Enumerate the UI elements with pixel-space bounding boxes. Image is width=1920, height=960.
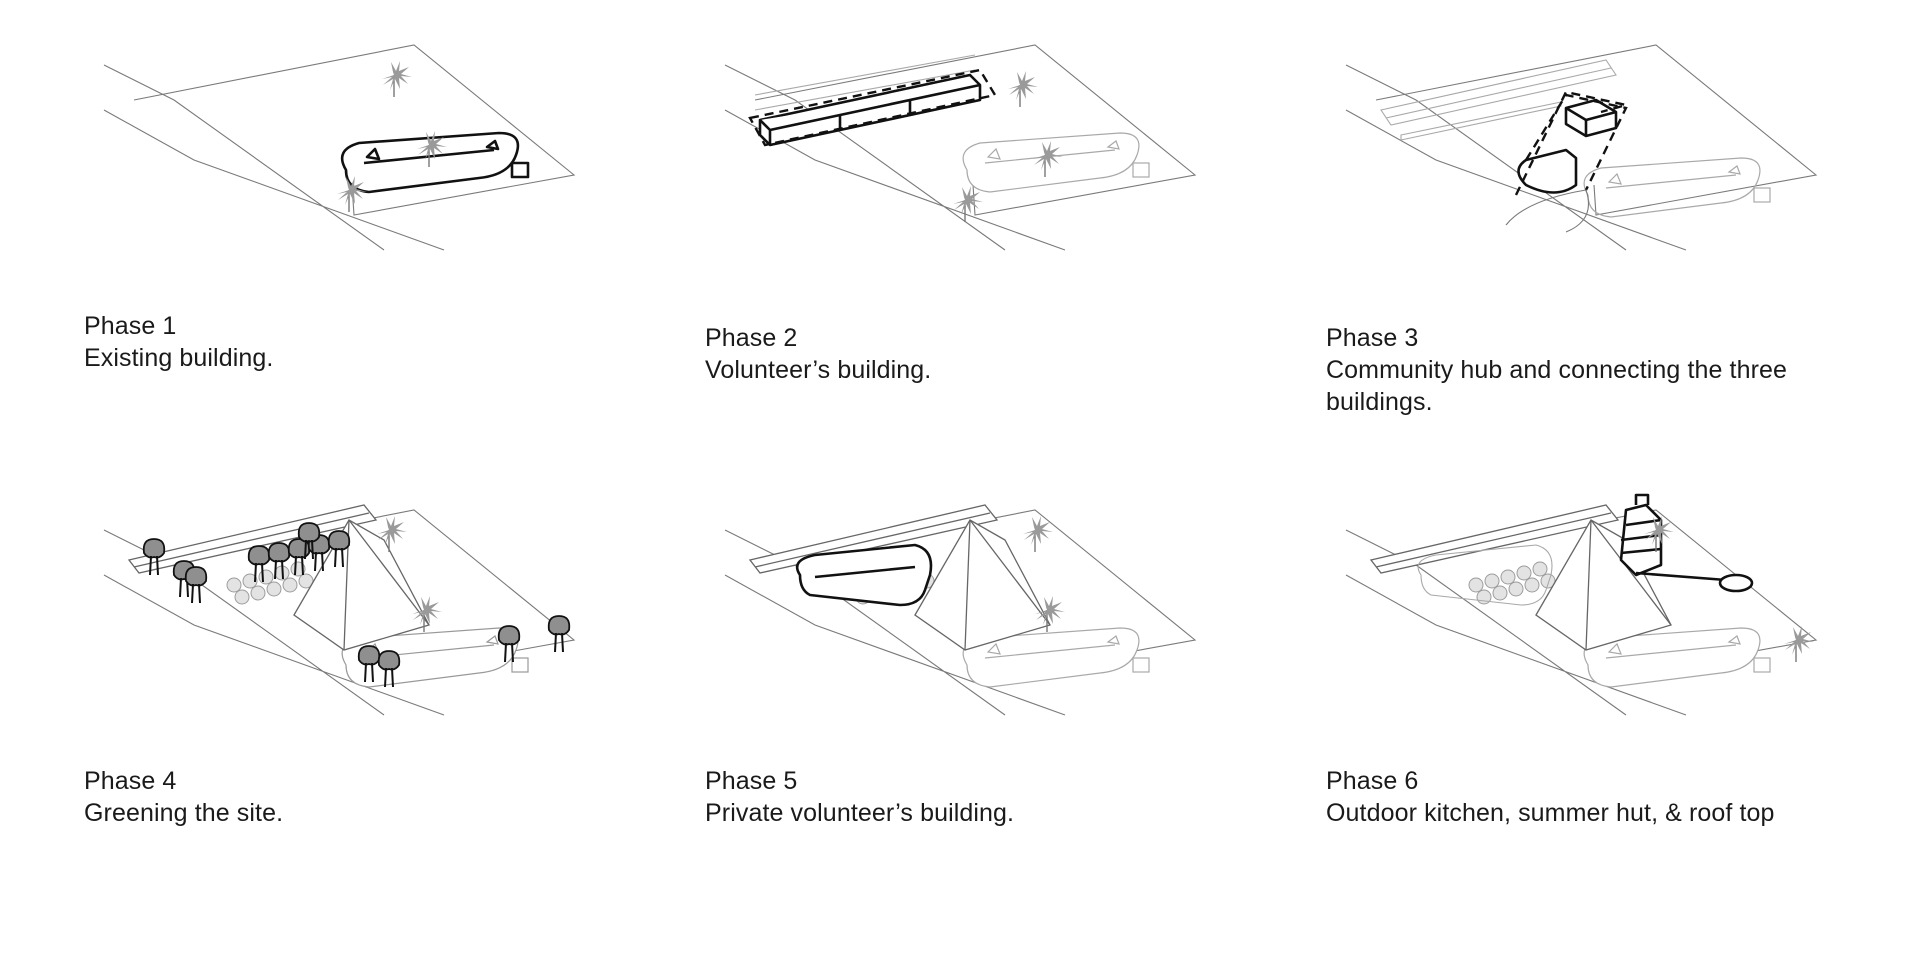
outdoor-kitchen [1635,571,1754,593]
phase-number: Phase 1 [84,312,177,340]
path [1505,189,1590,233]
phase-number: Phase 3 [1326,324,1419,352]
phase-2: Phase 2 Volunteer’s building. [705,0,1225,440]
palm-icon [1007,70,1039,108]
phase-description: Volunteer’s building. [705,356,932,384]
phase-5-diagram [724,504,1196,716]
phase-4: Phase 4 Greening the site. [84,465,604,905]
volunteer-building-ghost [1380,59,1617,126]
private-volunteer-building [795,543,933,607]
connector [1400,101,1562,141]
phase-5-caption: Phase 5 Private volunteer’s building. [705,765,1014,829]
phase-number: Phase 5 [705,767,798,795]
tree-icon [547,615,571,653]
phase-3: Phase 3 Community hub and connecting the… [1326,0,1846,440]
existing-building [962,132,1150,193]
volunteer-building [758,73,982,147]
private-volunteer-building [1417,544,1553,606]
phase-6: Phase 6 Outdoor kitchen, summer hut, & r… [1326,465,1846,905]
phase-number: Phase 2 [705,324,798,352]
phase-6-diagram [1345,493,1817,716]
phase-description: Community hub and connecting the three b… [1326,356,1788,416]
phase-1: Phase 1 Existing building. [84,0,604,440]
community-hub [914,519,1051,651]
palm-icon [1032,140,1064,178]
phase-boundary [748,68,997,147]
phase-5: Phase 5 Private volunteer’s building. [705,465,1225,905]
phase-3-diagram [1345,44,1817,251]
palm-icon [381,60,413,98]
phase-description: Existing building. [84,344,274,372]
phase-1-caption: Phase 1 Existing building. [84,310,273,374]
phase-4-caption: Phase 4 Greening the site. [84,765,283,829]
summer-hut [1619,493,1663,577]
phase-2-diagram [724,44,1196,251]
volunteer-building [127,504,378,574]
phase-4-diagram [103,504,575,716]
phase-number: Phase 6 [1326,767,1419,795]
phase-description: Greening the site. [84,799,284,827]
planted-grove-ghost [226,561,314,605]
site-outline [1345,44,1817,251]
roof-frame [754,54,976,111]
phase-1-diagram [103,44,575,251]
phase-6-caption: Phase 6 Outdoor kitchen, summer hut, & r… [1326,765,1796,829]
palm-icon [1783,625,1815,663]
site-outline [724,44,1196,251]
phase-description: Outdoor kitchen, summer hut, & roof top [1326,799,1775,827]
tree-icon [184,566,208,604]
phase-2-caption: Phase 2 Volunteer’s building. [705,322,931,386]
phase-description: Private volunteer’s building. [705,799,1015,827]
existing-building [1583,157,1771,218]
phase-number: Phase 4 [84,767,177,795]
community-hub [1514,90,1628,196]
phase-3-caption: Phase 3 Community hub and connecting the… [1326,322,1796,418]
